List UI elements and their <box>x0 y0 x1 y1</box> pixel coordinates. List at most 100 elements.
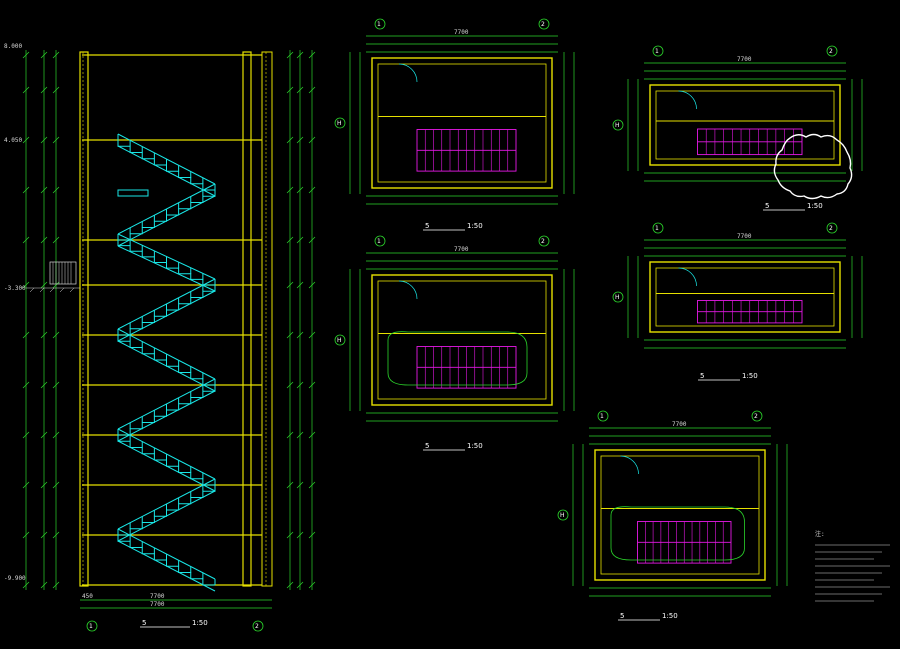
dimension-tick <box>296 331 304 339</box>
dimension-tick <box>40 51 48 59</box>
dimension-tick <box>52 86 60 94</box>
plan-axis-side: H <box>615 122 620 129</box>
dimension-tick <box>308 136 316 144</box>
dimension-tick <box>40 281 48 289</box>
dimension-tick <box>308 381 316 389</box>
plan-axis-right: 2 <box>829 225 833 232</box>
plan-axis-right: 2 <box>829 48 833 55</box>
dimension-tick <box>52 381 60 389</box>
dimension-tick <box>40 431 48 439</box>
dimension-tick <box>308 86 316 94</box>
dimension-tick <box>40 86 48 94</box>
landing <box>117 189 149 197</box>
section-title: 5 <box>142 619 146 627</box>
notes-block: 注: <box>815 530 890 602</box>
dimension-tick <box>22 86 30 94</box>
plan-top-dim: 7700 <box>737 233 752 240</box>
dimension-tick <box>308 581 316 589</box>
section-scale: 1:50 <box>192 619 208 627</box>
plan-scale: 1:50 <box>467 442 483 450</box>
stair-section-view: 7700 7700 450 1 2 5 1:50 4.050 -3.300 -9… <box>4 43 316 632</box>
plan-axis-left: 1 <box>655 225 659 232</box>
plan-axis-right: 2 <box>541 21 545 28</box>
dimension-tick <box>296 281 304 289</box>
plan-axis-left: 1 <box>655 48 659 55</box>
dimension-tick <box>52 581 60 589</box>
plan-scale: 1:50 <box>742 372 758 380</box>
plan-title: 5 <box>425 222 429 230</box>
dimension-tick <box>52 531 60 539</box>
dimension-tick <box>52 186 60 194</box>
dimension-tick <box>22 431 30 439</box>
revision-cloud <box>773 133 853 200</box>
dimension-tick <box>22 51 30 59</box>
dimension-tick <box>296 481 304 489</box>
plan-axis-side: H <box>337 120 342 127</box>
dimension-tick <box>22 186 30 194</box>
dimension-tick <box>286 331 294 339</box>
dimension-tick <box>308 51 316 59</box>
dimension-tick <box>52 281 60 289</box>
plan-title: 5 <box>425 442 429 450</box>
dimension-tick <box>286 86 294 94</box>
plan-axis-side: H <box>615 294 620 301</box>
dimension-tick <box>22 281 30 289</box>
stair-slab <box>117 145 216 197</box>
dimension-tick <box>22 531 30 539</box>
stair-slab <box>117 195 216 247</box>
plan-axis-left: 1 <box>600 413 604 420</box>
dimension-tick <box>296 136 304 144</box>
dimension-tick <box>40 186 48 194</box>
plan-scale: 1:50 <box>467 222 483 230</box>
plan-axis-side: H <box>560 512 565 519</box>
dimension-tick <box>308 331 316 339</box>
dimension-tick <box>308 236 316 244</box>
dimension-tick <box>296 86 304 94</box>
dimension-tick <box>286 531 294 539</box>
dimension-tick <box>40 381 48 389</box>
dimension-tick <box>52 136 60 144</box>
section-bottom-dim-2: 7700 <box>150 601 165 608</box>
dimension-tick <box>296 236 304 244</box>
dimension-tick <box>308 431 316 439</box>
dimension-tick <box>296 431 304 439</box>
plan-axis-right: 2 <box>541 238 545 245</box>
section-bottom-dim: 7700 <box>150 593 165 600</box>
stair-slab <box>117 340 216 392</box>
dimension-tick <box>22 236 30 244</box>
elevation-label: -9.900 <box>4 575 26 582</box>
dimension-tick <box>22 136 30 144</box>
dimension-tick <box>286 186 294 194</box>
dimension-tick <box>40 481 48 489</box>
stair-slab <box>117 440 216 492</box>
stair-plan-view: 1 2H 7700 5 1:50 <box>334 18 575 231</box>
dimension-tick <box>22 331 30 339</box>
dimension-tick <box>308 186 316 194</box>
stair-slab <box>117 490 216 542</box>
dimension-tick <box>22 581 30 589</box>
plan-top-dim: 7700 <box>672 421 687 428</box>
elevation-label: 4.050 <box>4 137 22 144</box>
dimension-tick <box>52 51 60 59</box>
dimension-tick <box>296 51 304 59</box>
section-axis-right: 2 <box>255 623 259 630</box>
dimension-tick <box>286 236 294 244</box>
dimension-tick <box>286 581 294 589</box>
plan-top-dim: 7700 <box>454 29 469 36</box>
plan-scale: 1:50 <box>662 612 678 620</box>
stair-slab <box>117 290 216 342</box>
dimension-tick <box>308 281 316 289</box>
section-axis-left: 1 <box>89 623 93 630</box>
dimension-tick <box>40 236 48 244</box>
plan-top-dim: 7700 <box>454 246 469 253</box>
plan-title: 5 <box>765 202 769 210</box>
dimension-tick <box>296 581 304 589</box>
dimension-tick <box>296 531 304 539</box>
plan-axis-left: 1 <box>377 21 381 28</box>
plan-top-dim: 7700 <box>737 56 752 63</box>
dimension-tick <box>52 481 60 489</box>
